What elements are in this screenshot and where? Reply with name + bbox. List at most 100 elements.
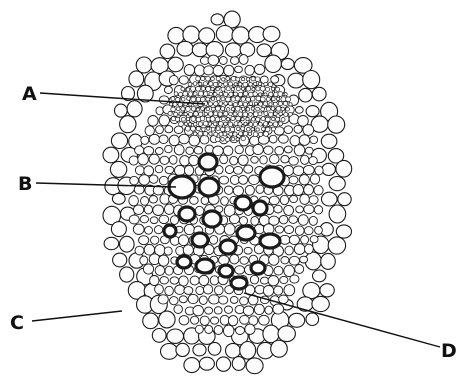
parenchyma-cell [295,107,303,114]
phloem-cell [216,77,220,81]
parenchyma-cell [309,157,317,165]
phloem-cell [264,131,269,136]
parenchyma-cell [225,166,233,174]
phloem-cell [199,91,204,96]
cortex-cell [216,357,230,371]
xylem-vessel [235,196,251,210]
parenchyma-cell [235,266,245,274]
parenchyma-cell [289,216,298,224]
parenchyma-cell [144,205,152,214]
parenchyma-cell [165,286,174,295]
label-b-text: B [18,173,32,195]
phloem-cell [236,77,240,81]
cortex-cell [184,358,200,373]
parenchyma-cell [169,135,179,146]
phloem-cell [248,132,251,135]
phloem-cell [219,132,223,136]
phloem-cell [203,132,207,136]
phloem-cell [193,82,197,86]
phloem-cell [216,97,220,101]
parenchyma-cell [280,195,289,204]
phloem-cell [211,97,214,100]
parenchyma-cell [260,156,268,164]
phloem-cell [256,87,260,91]
phloem-cell [271,87,274,90]
phloem-cell [211,77,215,81]
phloem-cell [242,87,245,90]
parenchyma-cell [149,196,157,204]
parenchyma-cell [141,197,149,206]
cortex-cell [303,71,320,89]
parenchyma-cell [180,156,190,166]
parenchyma-cell [220,155,228,164]
parenchyma-cell [293,185,303,196]
phloem-cell [256,117,260,121]
cortex-cell [159,311,175,328]
phloem-cell [251,77,255,81]
parenchyma-cell [214,326,223,335]
parenchyma-cell [209,295,220,304]
parenchyma-cell [179,316,189,325]
parenchyma-cell [153,205,164,216]
phloem-cell [233,112,237,116]
phloem-cell [191,117,196,122]
parenchyma-cell [195,65,205,76]
parenchyma-cell [149,134,160,144]
parenchyma-cell [281,257,289,264]
phloem-cell [198,131,203,136]
parenchyma-cell [284,226,293,234]
cortex-cell [328,237,345,254]
phloem-cell [193,92,197,96]
phloem-cell [209,92,213,96]
cortex-cell [113,253,127,267]
cortex-cell [328,116,345,133]
phloem-cell [231,137,235,141]
phloem-cell [261,117,265,121]
phloem-cell [203,82,207,86]
cortex-cell [322,163,335,175]
phloem-cell [181,97,185,101]
parenchyma-cell [229,215,239,224]
parenchyma-cell [149,175,158,183]
cortex-cell [312,87,326,101]
cortex-cell [232,357,245,371]
parenchyma-cell [135,246,144,255]
parenchyma-cell [299,175,309,185]
phloem-cell [199,82,202,85]
phloem-cell [225,127,230,132]
parenchyma-cell [310,236,318,243]
parenchyma-cell [170,297,179,305]
parenchyma-cell [205,325,213,333]
phloem-cell [274,92,278,96]
xylem-vessel [199,154,217,170]
cortex-cell [168,57,183,72]
phloem-cell [203,121,208,126]
cortex-cell [226,343,241,358]
phloem-cell [214,132,218,136]
parenchyma-cell [139,236,149,245]
phloem-cell [175,117,179,121]
phloem-cell [184,122,187,125]
parenchyma-cell [298,215,308,226]
cortex-cell [111,222,126,237]
parenchyma-cell [284,285,295,296]
parenchyma-cell [305,244,314,254]
parenchyma-cell [159,215,169,223]
phloem-cell [201,107,205,111]
parenchyma-cell [304,185,314,195]
phloem-cell [278,92,283,97]
cortex-cell [281,58,294,69]
cortex-cell [278,326,295,342]
cortex-cell [288,73,304,88]
cortex-cell [336,225,351,238]
parenchyma-cell [144,166,154,176]
parenchyma-cell [160,156,169,164]
cortex-cell [161,344,178,360]
phloem-cell [243,112,248,117]
phloem-cell [251,117,255,121]
phloem-cell [253,132,258,137]
cortex-cell [322,192,338,206]
phloem-cell [196,108,199,111]
phloem-cell [223,132,227,136]
phloem-cell [211,87,214,90]
